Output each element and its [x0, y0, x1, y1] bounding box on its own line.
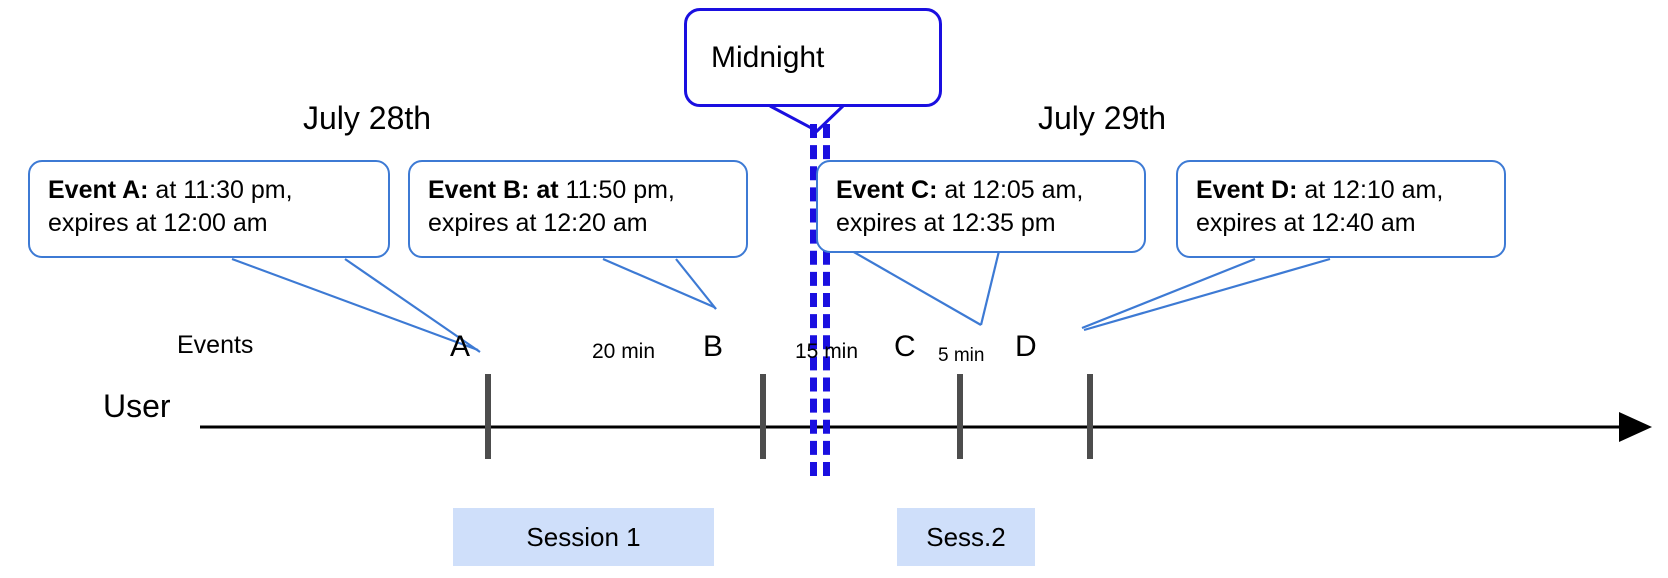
- gap-label-c-d: 5 min: [938, 345, 985, 366]
- leader-line-event-d: [1081, 257, 1331, 332]
- callout-event-d-line2: expires at 12:40 am: [1196, 209, 1416, 237]
- leader-line-event-a: [231, 257, 481, 353]
- tick-mark-d: [1087, 374, 1093, 459]
- callout-event-d-line1: Event D: at 12:10 am,: [1196, 174, 1488, 207]
- tick-label-c: C: [894, 330, 916, 363]
- callout-event-c-line1: Event C: at 12:05 am,: [836, 174, 1128, 207]
- callout-event-c-line1-rest: at 12:05 am,: [937, 176, 1084, 204]
- callout-event-d: Event D: at 12:10 am, expires at 12:40 a…: [1176, 160, 1506, 258]
- tick-label-a: A: [450, 330, 471, 363]
- tick-mark-a: [485, 374, 491, 459]
- tick-mark-c: [957, 374, 963, 459]
- tick-mark-b: [760, 374, 766, 459]
- tick-label-b: B: [703, 330, 724, 363]
- callout-event-a-line1-rest: at 11:30 pm,: [148, 176, 293, 204]
- callout-event-b-line1-rest: 11:50 pm,: [558, 176, 675, 204]
- midnight-divider-line-right: [823, 124, 830, 476]
- callout-event-a-line2: expires at 12:00 am: [48, 209, 268, 237]
- leader-line-event-c: [851, 249, 1001, 326]
- callout-event-d-title: Event D:: [1196, 176, 1298, 204]
- callout-event-a-line1: Event A: at 11:30 pm,: [48, 174, 372, 207]
- session-block-1: Session 1: [453, 508, 714, 566]
- callout-event-b: Event B: at 11:50 pm, expires at 12:20 a…: [408, 160, 748, 258]
- midnight-callout-tail: [769, 104, 845, 133]
- callout-event-c-title: Event C:: [836, 176, 938, 204]
- callout-event-d-line1-rest: at 12:10 am,: [1297, 176, 1444, 204]
- callout-event-a: Event A: at 11:30 pm, expires at 12:00 a…: [28, 160, 390, 258]
- callout-event-c-line2: expires at 12:35 pm: [836, 209, 1056, 237]
- midnight-callout: Midnight: [684, 8, 942, 107]
- callout-event-b-line1: Event B: at 11:50 pm,: [428, 174, 730, 207]
- session-block-1-label: Session 1: [526, 521, 641, 552]
- callout-event-c: Event C: at 12:05 am, expires at 12:35 p…: [816, 160, 1146, 253]
- session-block-2-label: Sess.2: [926, 521, 1006, 552]
- midnight-label: Midnight: [711, 40, 825, 74]
- callout-event-b-line2: expires at 12:20 am: [428, 209, 648, 237]
- user-row-label: User: [103, 388, 171, 424]
- midnight-divider-line-left: [810, 124, 817, 476]
- callout-event-a-title: Event A:: [48, 176, 149, 204]
- session-block-2: Sess.2: [897, 508, 1035, 566]
- leader-line-event-b: [602, 257, 717, 310]
- gap-label-a-b: 20 min: [592, 340, 656, 363]
- tick-label-d: D: [1015, 330, 1037, 363]
- date-label-right: July 29th: [1038, 100, 1167, 136]
- gap-label-b-c: 15 min: [795, 340, 859, 363]
- events-row-label: Events: [177, 331, 254, 359]
- callout-event-b-title-extra: at: [529, 176, 559, 204]
- callout-event-b-title: Event B:: [428, 176, 530, 204]
- date-label-left: July 28th: [303, 100, 432, 136]
